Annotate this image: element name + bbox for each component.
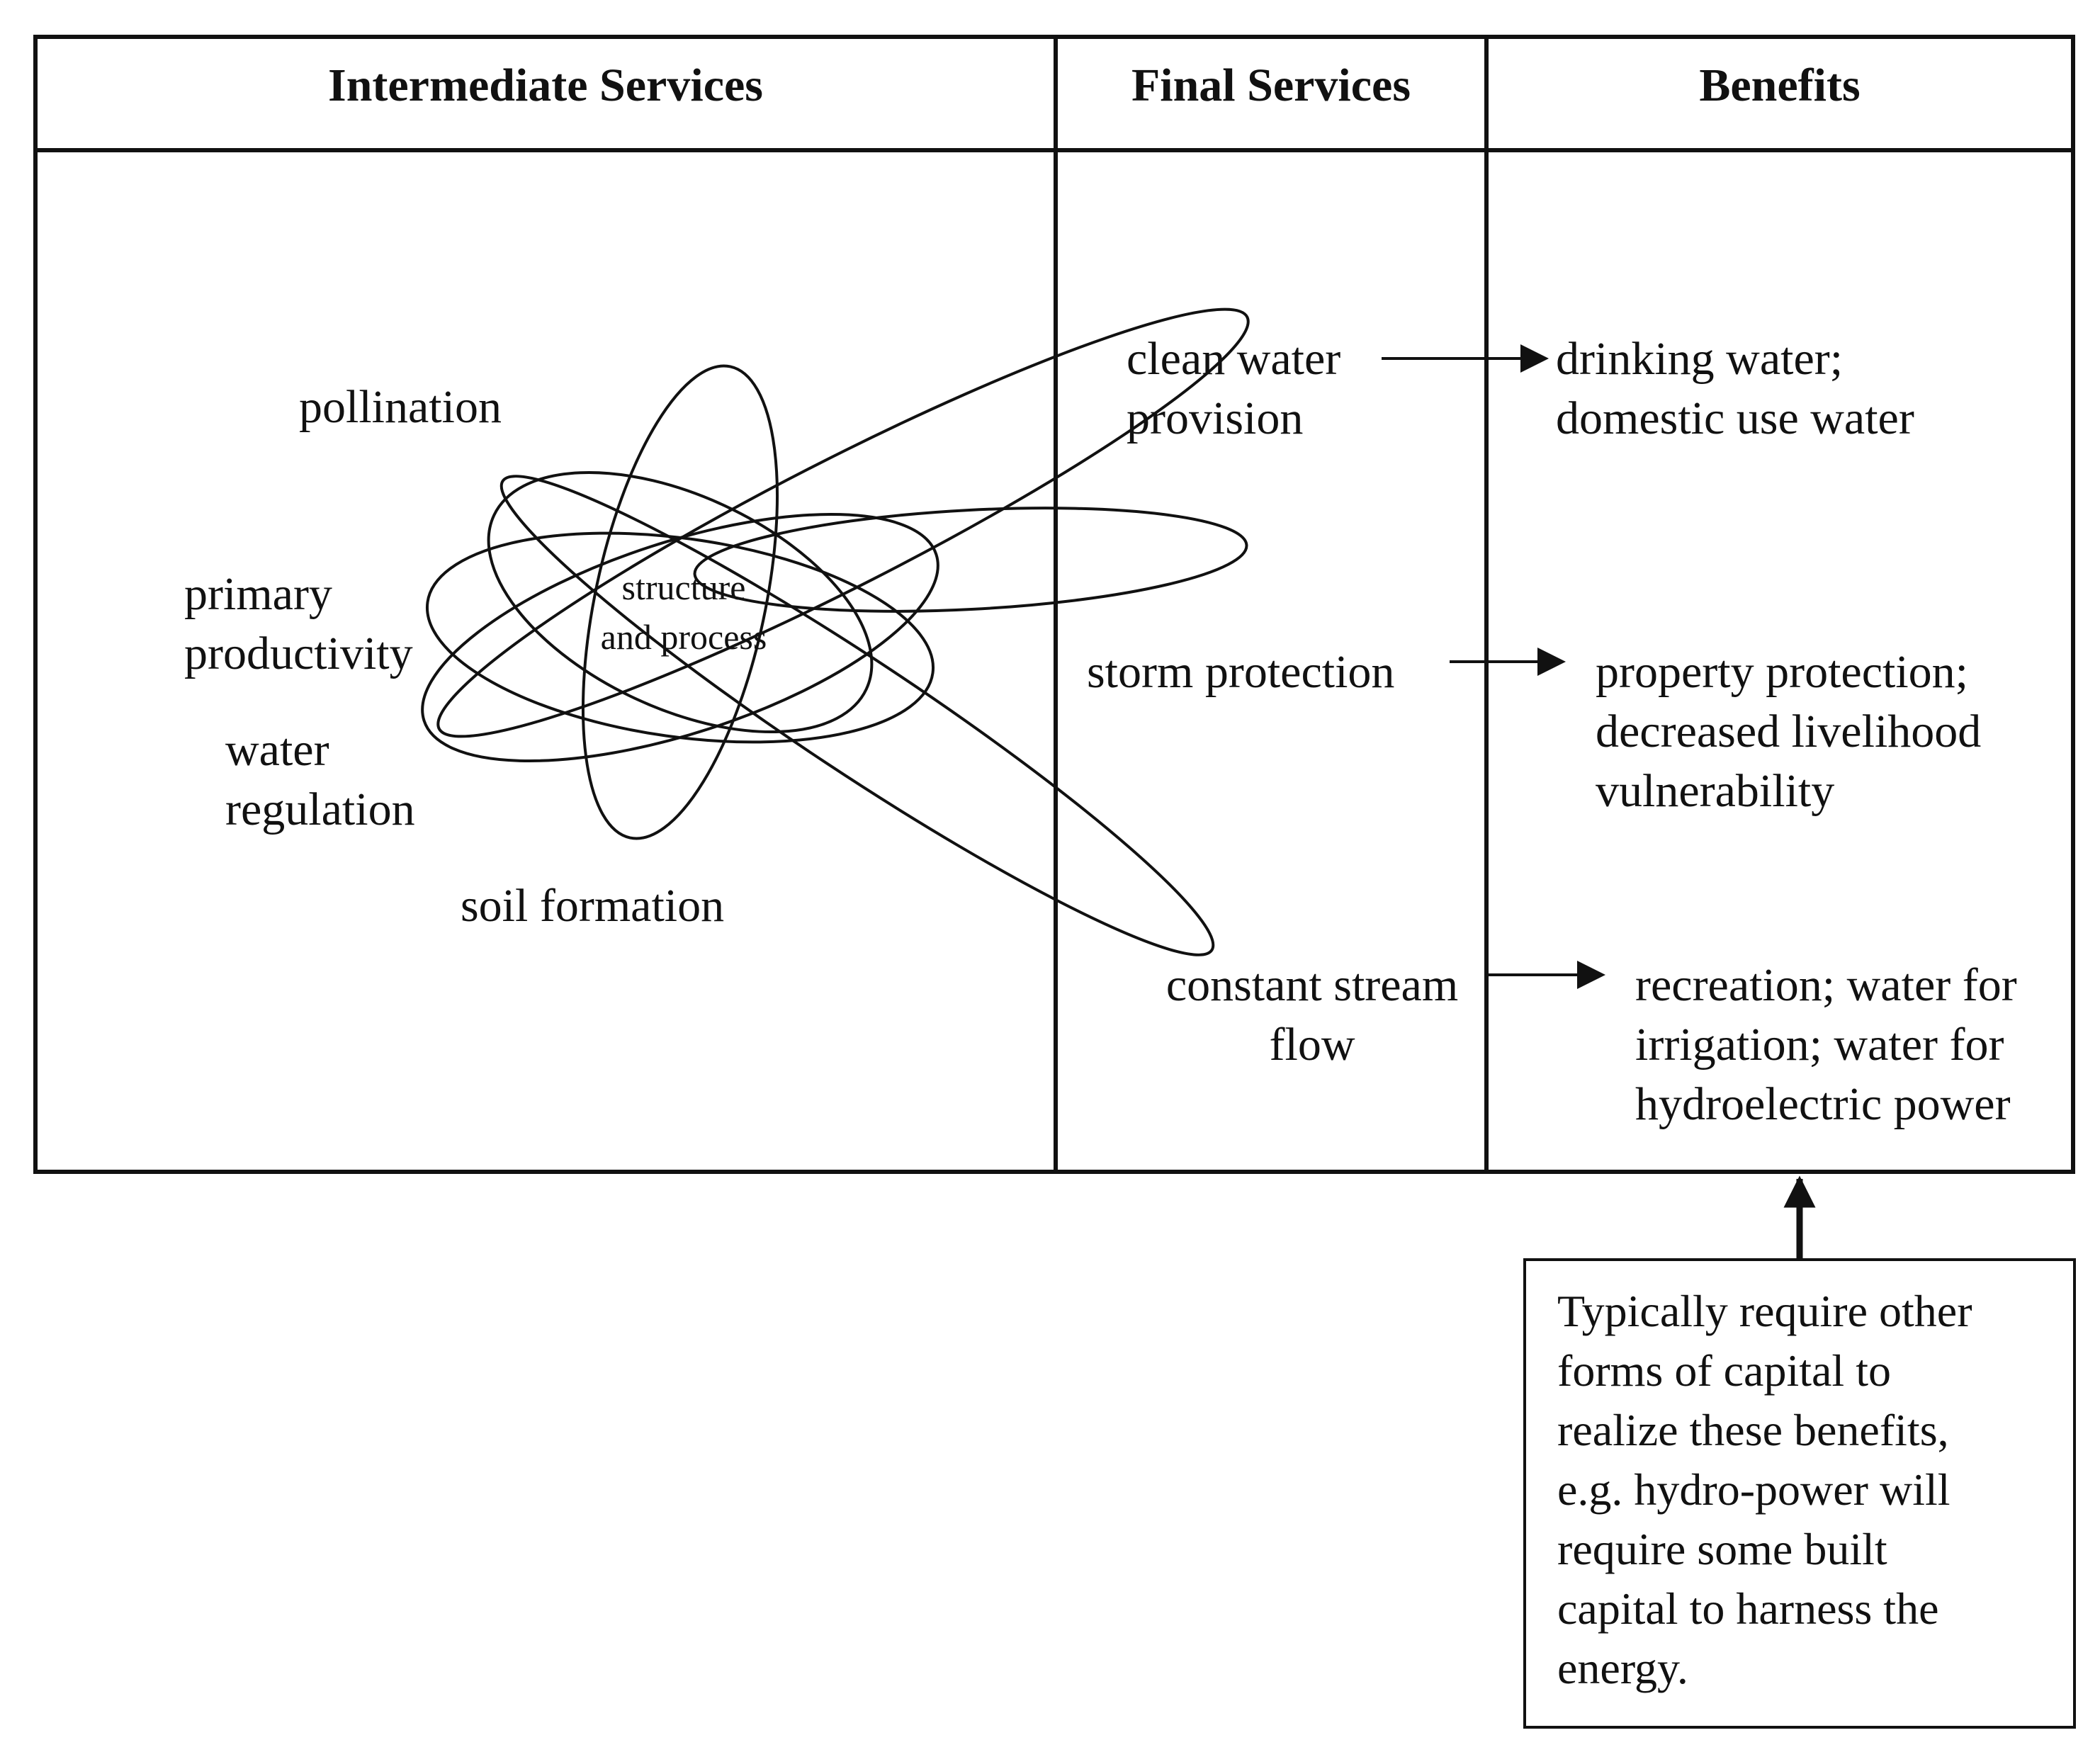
note-line-2: forms of capital to xyxy=(1557,1345,1891,1396)
benefit-hydroelectric: hydroelectric power xyxy=(1635,1078,2011,1130)
ellipse-3 xyxy=(487,470,874,734)
note-box xyxy=(1523,1258,2076,1729)
label-flow: flow xyxy=(1270,1019,1355,1070)
note-line-6: capital to harness the xyxy=(1557,1583,1938,1634)
label-constant-stream: constant stream xyxy=(1166,959,1458,1011)
ellipse-1 xyxy=(421,513,939,762)
note-line-5: require some built xyxy=(1557,1524,1887,1574)
note-text: Typically require other forms of capital… xyxy=(1557,1286,1972,1693)
label-and-process: and process xyxy=(601,617,767,657)
ellipse-2 xyxy=(425,531,935,744)
services-table xyxy=(33,35,2075,1174)
label-provision: provision xyxy=(1127,392,1303,444)
benefit-domestic-water: domestic use water xyxy=(1556,392,1914,444)
label-clean-water: clean water xyxy=(1127,333,1340,385)
note-line-1: Typically require other xyxy=(1557,1286,1972,1336)
label-soil-formation: soil formation xyxy=(461,880,724,932)
label-pollination: pollination xyxy=(299,381,502,433)
header-intermediate-services: Intermediate Services xyxy=(328,60,763,111)
benefit-vulnerability: vulnerability xyxy=(1596,765,1834,817)
benefit-livelihood: decreased livelihood xyxy=(1596,706,1981,757)
ellipse-4 xyxy=(581,364,779,840)
note-line-3: realize these benefits, xyxy=(1557,1405,1949,1455)
note-line-4: e.g. hydro-power will xyxy=(1557,1464,1951,1515)
label-structure: structure xyxy=(622,567,746,607)
benefit-drinking-water: drinking water; xyxy=(1556,333,1843,385)
label-storm-protection: storm protection xyxy=(1087,646,1394,698)
label-regulation: regulation xyxy=(225,784,415,835)
note-line-7: energy. xyxy=(1557,1643,1688,1693)
benefit-irrigation: irrigation; water for xyxy=(1635,1019,2004,1070)
structure-process-ellipses xyxy=(421,307,1250,956)
benefit-property-protection: property protection; xyxy=(1596,646,1968,698)
label-primary: primary xyxy=(184,568,332,620)
ellipse-stream-flow xyxy=(499,475,1215,956)
benefit-recreation: recreation; water for xyxy=(1635,959,2017,1011)
label-productivity: productivity xyxy=(184,628,413,679)
ellipse-storm xyxy=(693,507,1248,613)
ellipse-clean-water xyxy=(436,307,1250,738)
label-water: water xyxy=(225,724,329,776)
header-final-services: Final Services xyxy=(1131,60,1411,111)
header-benefits: Benefits xyxy=(1699,60,1860,111)
